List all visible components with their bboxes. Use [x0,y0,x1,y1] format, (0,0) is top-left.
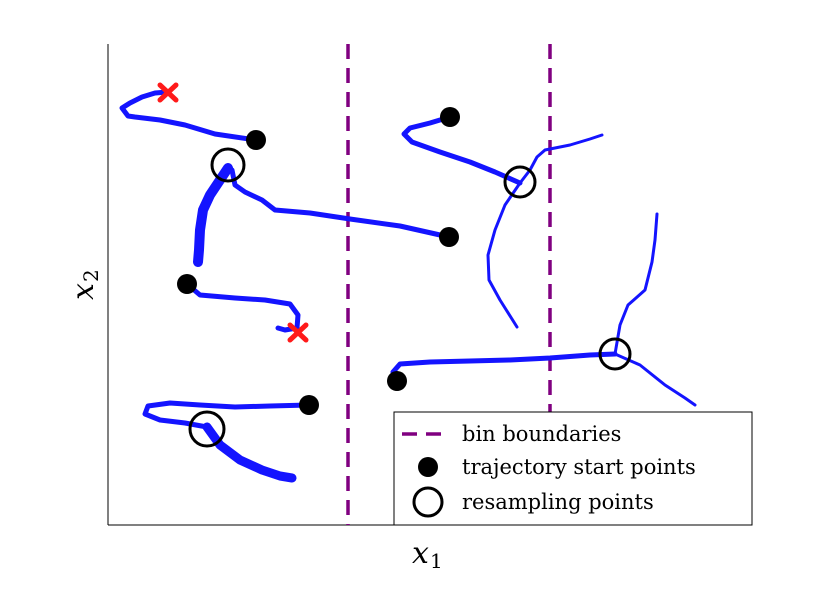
resampling-point [188,410,226,448]
x-axis-label-main: x [412,536,429,571]
legend-bin-label: bin boundaries [462,422,621,446]
trajectory-middle-left-thick [193,163,233,267]
resampling-point [210,147,246,183]
trajectory-top-right-branch [486,181,522,329]
resampling-points [188,147,632,448]
start-point [177,274,197,294]
resampling-point [598,337,632,371]
termination-markers [157,82,309,343]
trajectory-bottom-right-branch [613,212,659,356]
legend: bin boundaries trajectory start points r… [393,411,753,526]
legend-start-label: trajectory start points [462,455,696,479]
start-point [439,227,459,247]
start-point [246,130,266,150]
start-points [177,107,460,415]
trajectory-bottom-left-thick [202,422,297,483]
y-axis-label-main: x [66,283,101,300]
trajectory-bottom-left [142,400,312,430]
start-point [440,107,460,127]
start-point [387,371,407,391]
legend-resample-swatch [412,486,444,518]
x-axis-label: x 1 [412,536,443,573]
trajectory-bottom-right-branch2 [613,352,697,407]
y-axis-label-sub: 2 [79,269,103,282]
y-axis-label: x 2 [66,269,103,300]
trajectory-top-left [119,89,259,143]
trajectory-middle-left [225,165,452,240]
x-axis-label-sub: 1 [430,549,443,573]
red-x-icon [157,82,179,103]
legend-box [393,411,753,526]
red-x-icon [287,322,309,343]
trajectory-top-right [401,114,523,186]
legend-resample-label: resampling points [462,490,654,514]
legend-start-swatch [418,457,438,477]
start-point [299,395,319,415]
trajectory-lower-middle [184,281,301,333]
trajectory-bottom-right [390,351,618,384]
resampling-point [503,165,537,199]
